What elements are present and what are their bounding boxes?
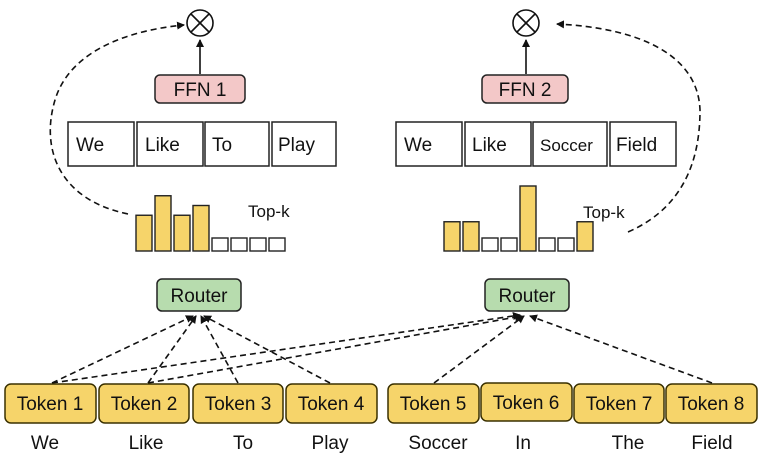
ffn-1-label: FFN 1 [174,80,227,101]
router-score-bar-selected [192,204,210,252]
token5-to-right-router [433,315,525,384]
token-4[interactable]: Token 4 [285,383,378,424]
right-router-scores [443,185,594,252]
ffn-2-box[interactable]: FFN 2 [481,74,569,104]
router-score-bar [211,237,229,252]
token-label: Token 3 [205,394,272,415]
output-word: Soccer [540,136,593,155]
router-score-bar-selected [173,214,191,252]
token2-to-left-router [147,315,197,384]
token1-to-left-router [51,315,194,384]
token-word: Like [129,433,164,454]
right-topk-to-multiply-arrow [556,20,701,233]
left-router-box[interactable]: Router [156,278,242,312]
token-router-connections [51,312,713,384]
output-cell [464,121,532,167]
output-cell [395,121,463,167]
router-score-bar [500,237,518,252]
ffn-1-box[interactable]: FFN 1 [154,74,246,104]
token1-to-right-router [51,312,521,384]
output-cell [204,121,270,167]
token-label: Token 7 [586,394,653,415]
router-score-bar [249,237,267,252]
router-score-bar [557,237,575,252]
token-word: The [612,433,645,454]
token-word: Field [691,433,732,454]
token-label: Token 2 [111,394,178,415]
router-score-bar-selected [462,221,480,252]
router-score-bar [481,237,499,252]
router-score-bar-selected [519,185,537,252]
token-5[interactable]: Token 5 [387,383,480,424]
token-8[interactable]: Token 8 [665,383,758,424]
token-word: In [515,433,531,454]
right-expert-group: FFN 2 We Like Soccer Field Top-k Router [395,9,701,312]
token-2[interactable]: Token 2 [98,383,190,424]
left-router-scores [135,195,286,252]
token-label: Token 4 [298,394,365,415]
router-score-bar-selected [443,221,461,252]
left-topk-to-multiply-arrow [49,21,185,215]
circled-times-icon [512,9,540,37]
output-cell [609,121,677,167]
token-1[interactable]: Token 1 [4,383,97,424]
token-3[interactable]: Token 3 [192,383,284,424]
token-label: Token 5 [400,394,467,415]
token-word: We [31,433,59,454]
output-cell [532,121,608,167]
output-cell [271,121,337,167]
circled-times-icon [186,9,214,37]
output-word: Like [472,135,507,156]
token-row: Token 1 Token 2 Token 3 Token 4 Token 5 … [4,382,758,424]
token4-to-left-router [203,315,331,384]
output-word: Like [145,135,180,156]
router-score-bar [538,237,556,252]
token-6[interactable]: Token 6 [480,382,573,422]
token-7[interactable]: Token 7 [573,383,665,424]
token-word: To [233,433,253,454]
router-score-bar-selected [135,214,153,252]
ffn-2-label: FFN 2 [499,80,552,101]
token2-to-right-router [147,313,523,384]
router-score-bar [268,237,286,252]
token-word: Soccer [408,433,468,454]
output-word: To [212,135,232,156]
output-cell [67,121,135,167]
router-score-bar [230,237,248,252]
token-label: Token 6 [493,393,560,414]
left-expert-group: FFN 1 We Like To Play Top-k Router [49,9,337,312]
token-word: Play [312,433,349,454]
right-topk-label: Top-k [583,203,625,222]
output-cell [136,121,204,167]
token8-to-right-router [529,314,713,384]
output-word: We [76,135,104,156]
output-word: We [404,135,432,156]
left-topk-label: Top-k [248,202,290,221]
token3-to-left-router [200,315,239,384]
token-label: Token 8 [678,394,745,415]
output-word: Play [278,135,315,156]
right-output-sequence: We Like Soccer Field [395,121,677,167]
router-score-bar-selected [576,221,594,252]
router-score-bar-selected [154,195,172,252]
output-word: Field [616,135,657,156]
right-router-label: Router [498,286,556,307]
token-label: Token 1 [17,394,84,415]
left-output-sequence: We Like To Play [67,121,337,167]
right-router-box[interactable]: Router [484,278,570,312]
left-router-label: Router [170,286,228,307]
token-words: We Like To Play Soccer In The Field [31,433,733,454]
